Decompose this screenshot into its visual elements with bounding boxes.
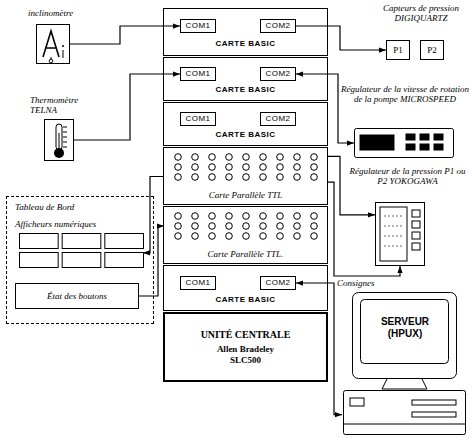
inclino-symbol bbox=[36, 24, 70, 64]
holes-symbol bbox=[164, 148, 327, 186]
node-label: Régulateur de la pression P1 ou P2 YOKOG… bbox=[345, 166, 470, 187]
node-label: COM2 bbox=[261, 277, 295, 289]
device: Afficheurs numériques bbox=[15, 219, 147, 271]
microspeed-drawing bbox=[354, 128, 454, 158]
node-label: Thermomètre TELNA bbox=[30, 95, 102, 116]
com-port: COM1 bbox=[180, 19, 216, 33]
com-port: COM2 bbox=[260, 19, 296, 33]
node-label: Carte Parallèle TTL. bbox=[164, 249, 327, 259]
node-sublabel: Allen Bradeley SLC500 bbox=[206, 344, 286, 365]
server-computer: SERVEUR (HPUX) bbox=[342, 292, 468, 438]
button-state-box: État des boutons bbox=[15, 283, 139, 309]
connector bbox=[296, 26, 386, 50]
node-label: P1 bbox=[387, 41, 409, 59]
node-label: CARTE BASIC bbox=[164, 85, 327, 94]
node-label: SERVEUR (HPUX) bbox=[372, 316, 438, 340]
node-label: P2 bbox=[421, 41, 443, 59]
inclino-drawing bbox=[36, 24, 70, 64]
com-port: COM2 bbox=[260, 67, 296, 81]
device: Thermomètre TELNA bbox=[30, 95, 102, 165]
com-port: COM1 bbox=[180, 67, 216, 81]
holes-symbol bbox=[164, 207, 327, 245]
basic-card: CARTE BASIC COM1 COM2 bbox=[163, 8, 328, 56]
device: inclinomètre bbox=[28, 8, 88, 68]
node-label: COM1 bbox=[181, 277, 215, 289]
node-label: Carte Parallèle TTL bbox=[164, 190, 327, 200]
node-label: CARTE BASIC bbox=[164, 39, 327, 48]
displays-symbol bbox=[19, 233, 143, 269]
displays-drawing bbox=[19, 233, 143, 269]
node-label: inclinomètre bbox=[28, 8, 88, 18]
holes-drawing bbox=[164, 207, 327, 245]
node-label: Tableau de Bord bbox=[15, 202, 145, 212]
com-port: COM1 bbox=[180, 112, 216, 126]
node-label: CARTE BASIC bbox=[164, 295, 327, 304]
dashboard-panel: Tableau de BordAfficheurs numériquesÉtat… bbox=[6, 196, 154, 324]
server-drawing bbox=[342, 292, 468, 438]
thermo-drawing bbox=[44, 119, 74, 161]
com-port: COM1 bbox=[180, 276, 216, 290]
com-port: COM2 bbox=[260, 276, 296, 290]
basic-card: CARTE BASIC COM1 COM2 bbox=[163, 265, 328, 311]
basic-card: CARTE BASIC COM1 COM2 bbox=[163, 102, 328, 146]
yokogawa-drawing bbox=[375, 202, 425, 266]
central-unit: UNITÉ CENTRALE Allen Bradeley SLC500 bbox=[163, 312, 328, 382]
node-label: Afficheurs numériques bbox=[15, 219, 147, 229]
connector bbox=[296, 283, 342, 415]
pressure-sensor: P2 bbox=[420, 40, 444, 60]
thermo-symbol bbox=[44, 119, 74, 161]
node-label: UNITÉ CENTRALE bbox=[201, 329, 291, 341]
node-label: État des boutons bbox=[16, 291, 138, 301]
parallel-ttl-card: Carte Parallèle TTL bbox=[163, 147, 328, 205]
node-label: COM1 bbox=[181, 68, 215, 80]
device-caption: Capteurs de pression DIGIQUARTZ bbox=[383, 3, 459, 23]
yokogawa-symbol bbox=[375, 202, 425, 266]
node-label: COM1 bbox=[181, 113, 215, 125]
device: Régulateur de la vitesse de rotation de … bbox=[340, 84, 470, 162]
connector bbox=[74, 74, 180, 140]
connector-label: Consignes bbox=[337, 278, 375, 288]
pressure-sensor: P1 bbox=[386, 40, 410, 60]
node-label: CARTE BASIC bbox=[164, 130, 327, 139]
parallel-ttl-card: Carte Parallèle TTL. bbox=[163, 206, 328, 264]
node-label: COM2 bbox=[261, 68, 295, 80]
device: Régulateur de la pression P1 ou P2 YOKOG… bbox=[345, 166, 470, 268]
microspeed-symbol bbox=[354, 128, 454, 158]
node-label: COM2 bbox=[261, 113, 295, 125]
node-label: COM2 bbox=[261, 20, 295, 32]
holes-drawing bbox=[164, 148, 327, 186]
com-port: COM2 bbox=[260, 112, 296, 126]
basic-card: CARTE BASIC COM1 COM2 bbox=[163, 57, 328, 101]
node-label: COM1 bbox=[181, 20, 215, 32]
server-symbol bbox=[342, 292, 468, 438]
node-label: Régulateur de la vitesse de rotation de … bbox=[340, 84, 470, 105]
